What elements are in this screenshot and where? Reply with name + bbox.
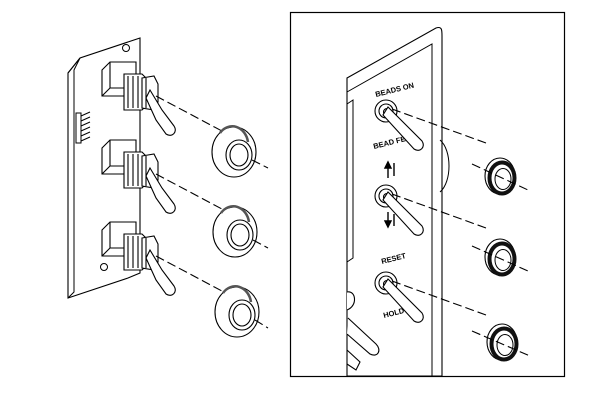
adjacent-lever [346,291,380,371]
small-ring-middle [483,237,517,277]
detail-inset: BEADS ON BEAD FEED RESET HOLD [289,11,566,378]
panel-window [346,99,354,263]
mounting-hole-bottom [100,263,108,271]
knurled-ring-top [210,124,258,179]
connector-pins [75,111,91,144]
knurled-ring-bottom [213,284,261,339]
small-ring-top [483,156,517,196]
left-assembly [67,37,269,339]
mounting-hole-top [122,44,130,52]
small-ring-bottom [485,322,519,362]
knurled-ring-middle [211,204,259,259]
direction-arrows [383,160,395,229]
